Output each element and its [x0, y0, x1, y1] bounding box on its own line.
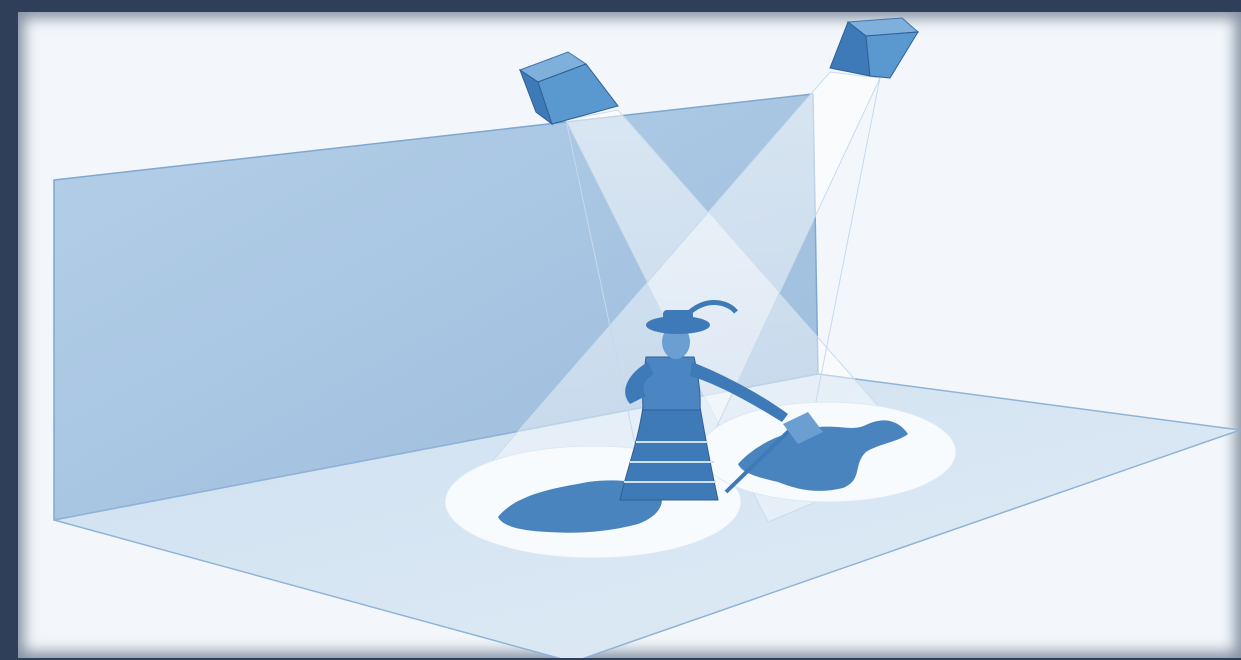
right-spotlight-lamp-icon [830, 18, 918, 78]
illustration-canvas [18, 12, 1241, 658]
two-light-shadow-illustration [18, 12, 1241, 658]
